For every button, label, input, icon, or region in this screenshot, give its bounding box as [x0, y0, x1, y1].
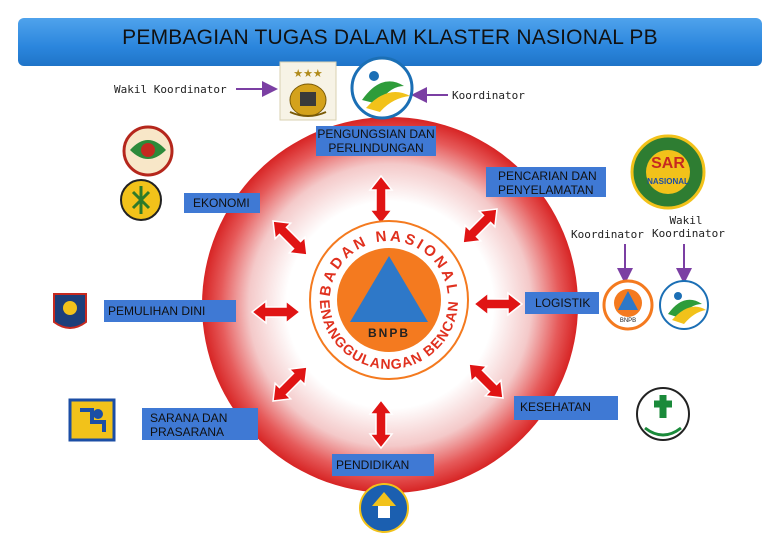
right-coordinator-label: Koordinator — [571, 228, 644, 241]
arrow-right — [472, 291, 524, 317]
cluster-ekonomi-box: EKONOMI — [184, 193, 260, 213]
cluster-pencarian-box: PENCARIAN DAN PENYELAMATAN — [486, 167, 606, 197]
sar-logo-top-text: SAR — [651, 155, 685, 172]
cluster-sarana-box: SARANA DAN PRASARANA — [142, 408, 258, 440]
economy-emblem-1-icon — [122, 125, 174, 177]
svg-text:★★★: ★★★ — [293, 68, 323, 80]
page-title: PEMBAGIAN TUGAS DALAM KLASTER NASIONAL P… — [122, 26, 658, 49]
tut-wuri-handayani-logo-icon — [359, 483, 409, 533]
cluster-pengungsian-box: PENGUNGSIAN DAN PERLINDUNGAN — [316, 126, 436, 156]
cluster-logistik-box: LOGISTIK — [525, 292, 599, 314]
arrow-upper-right — [462, 208, 498, 244]
kemenkes-logo-icon — [636, 387, 690, 441]
police-emblem-icon: ★★★ — [279, 61, 337, 121]
arrow-lower-left — [272, 366, 308, 402]
right-deputy-label: Wakil Koordinator — [652, 214, 725, 240]
center-acronym: BNPB — [368, 326, 410, 340]
arrow-lower-right — [468, 363, 504, 399]
arrow-upper-left — [272, 220, 308, 256]
top-deputy-label: Wakil Koordinator — [114, 83, 227, 96]
sar-logo-bottom-text: NASIONAL — [647, 177, 689, 186]
arrow-left — [250, 299, 302, 325]
pemulihan-emblem-icon — [53, 293, 87, 329]
economy-emblem-2-icon — [120, 179, 162, 221]
bnpb-small-logo-icon: BNPB — [602, 279, 654, 331]
pupr-logo-icon — [68, 398, 116, 442]
arrow-bottom — [368, 398, 394, 450]
top-coordinator-label: Koordinator — [452, 89, 525, 102]
bnpb-small-logo-text: BNPB — [620, 318, 636, 324]
kemensos-logo-icon — [350, 56, 414, 120]
sar-logo-icon: SAR NASIONAL — [630, 134, 706, 210]
cluster-kesehatan-box: KESEHATAN — [514, 396, 618, 420]
cluster-pemulihan-box: PEMULIHAN DINI — [104, 300, 236, 322]
kemensos-small-logo-icon — [659, 280, 709, 330]
cluster-pendidikan-box: PENDIDIKAN — [332, 454, 434, 476]
